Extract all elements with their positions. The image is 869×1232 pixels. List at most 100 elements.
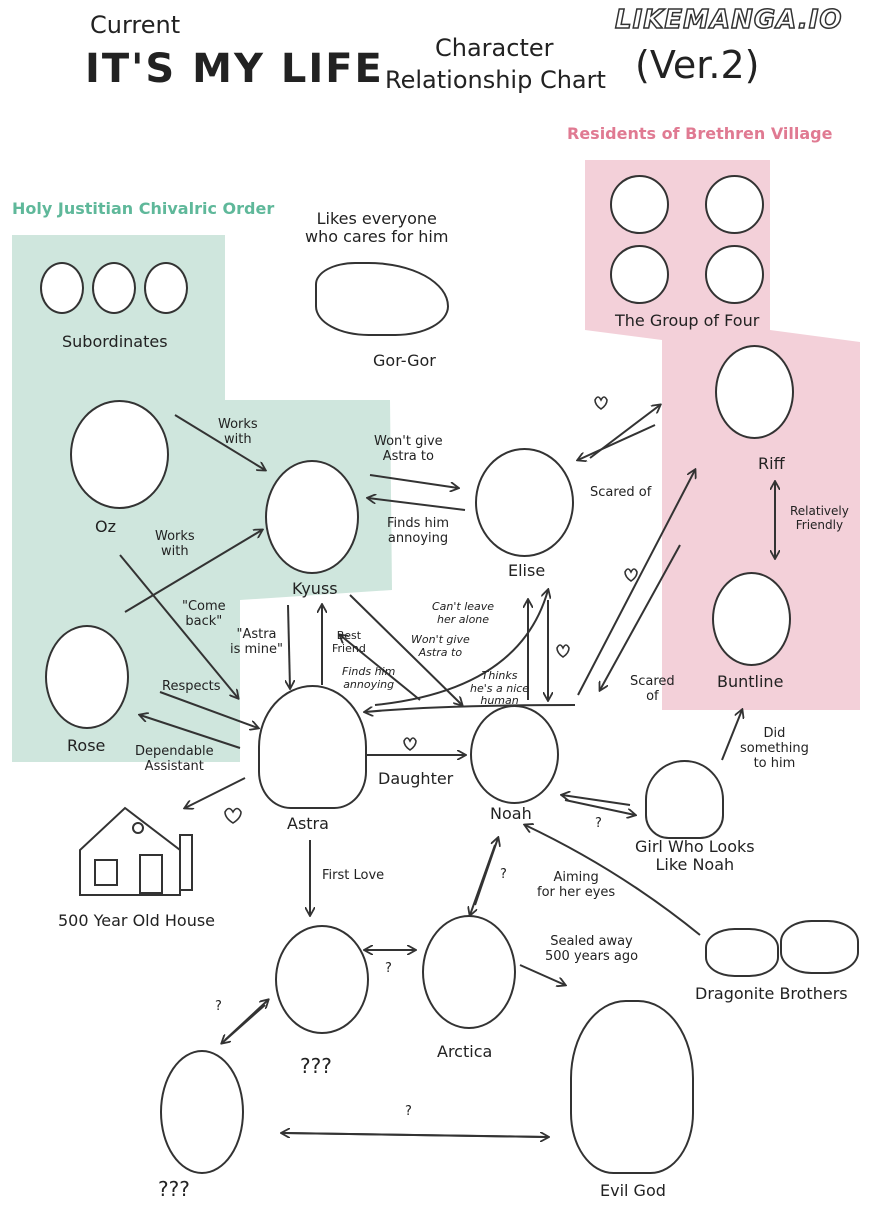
label-subordinates: Subordinates [62,332,168,351]
label-rose: Rose [67,736,106,755]
rel-text: Finds him [342,665,396,678]
arrow-noah-kyuss [340,635,421,701]
label-gorgor: Gor-Gor [373,351,436,370]
gorgor-note: Likes everyone who cares for him [305,209,449,247]
rel-text: something [740,740,809,756]
header-current: Current [90,11,181,39]
arrow-astra-rose [140,715,241,749]
rel-text: Won't give [411,633,470,646]
chart-title-line1: Character [435,34,554,62]
arrow-dragon-noah [525,825,701,936]
group-label-holy-order: Holy Justitian Chivalric Order [12,199,275,218]
gorgor-note-line2: who cares for him [305,227,449,247]
watermark: LIKEMANGA.IO [614,4,843,35]
arrow-girl-buntline [721,710,742,761]
rel-text: Won't give [374,434,443,449]
arrow-kyuss-noah [349,594,462,705]
dragonite-portrait [780,920,859,974]
arrow-evilgod-unknown2 [282,1133,546,1137]
rose-portrait [45,625,129,729]
rel-text: is mine" [230,641,284,657]
chart-title-line2: Relationship Chart [385,66,606,94]
rel-text: Astra to [418,645,463,659]
heart-icon [556,644,570,658]
heart-icon [624,568,638,582]
rel-astra-unknown: First Love [322,868,385,883]
arrow-elise-astra [374,590,548,706]
arrow-noah-girl [564,799,635,815]
rel-text: "Astra [236,627,277,642]
heart-icons [224,396,638,824]
rel-text: human [480,694,519,708]
arrow-rose-astra [159,691,258,728]
rel-text: Works [218,417,258,432]
arrow-riff-noah [600,544,681,690]
label-riff: Riff [758,454,785,473]
label-girl-like-noah-line1: Girl Who Looks [635,837,755,856]
label-unknown2: ??? [158,1177,190,1201]
group-of-four-portrait [705,175,764,234]
rel-noah-arctica: ? [500,867,507,882]
label-dragonite: Dragonite Brothers [695,984,848,1003]
rel-rose-astra: Respects [162,679,221,694]
subordinate-portrait [144,262,188,314]
rel-elise-riff: Scared of [590,485,652,500]
kyuss-portrait [265,460,359,574]
arrow-arctica-evilgod [519,964,565,985]
arrow-riff-elise [578,424,656,460]
evil-god-portrait [570,1000,694,1174]
arrow-kyuss-elise [369,474,458,488]
arrow-rose-kyuss [124,530,262,613]
arctica-portrait [422,915,516,1029]
unknown1-portrait [275,925,369,1034]
rel-unknown1-unknown2: ? [215,999,222,1014]
heart-icon [403,737,417,751]
rel-text: Sealed away [550,934,633,949]
label-kyuss: Kyuss [292,579,338,598]
rel-text: Scared [630,674,675,689]
label-group-of-four: The Group of Four [615,311,760,330]
rel-text: annoying [387,530,449,546]
buntline-portrait [712,572,791,666]
rel-text: he's a nice [470,681,530,695]
holy-order-region [12,235,392,762]
arrow-noah-astra [365,704,576,712]
relationship-arrows [119,405,775,1137]
rel-text: Did [763,726,786,741]
noah-portrait [470,705,559,804]
rel-text: of [646,688,659,704]
rel-unknown-arctica: ? [385,961,392,976]
rel-text: with [224,431,252,447]
rel-text: her alone [437,612,490,626]
label-unknown1: ??? [300,1054,332,1078]
rel-text: Best [336,629,362,642]
arrow-astra-house [185,777,246,808]
rel-text: Assistant [144,758,204,774]
rel-text: Thinks [481,669,518,682]
version-label: (Ver.2) [635,43,760,87]
rel-unknown2-evilgod: ? [405,1104,412,1119]
rel-text: back" [185,613,223,629]
arrow-elise-kyuss [368,498,466,511]
label-buntline: Buntline [717,672,784,691]
group-of-four-portrait [610,245,669,304]
heart-icon [594,396,608,410]
label-girl-like-noah-line2: Like Noah [655,855,735,875]
rel-text: to him [753,755,796,771]
rel-text: for her eyes [537,884,616,900]
group-label-brethren: Residents of Brethren Village [567,124,833,143]
rel-text: annoying [343,677,395,691]
arrow-oz-astra [119,554,238,698]
arrow-noah-riff [577,470,695,696]
